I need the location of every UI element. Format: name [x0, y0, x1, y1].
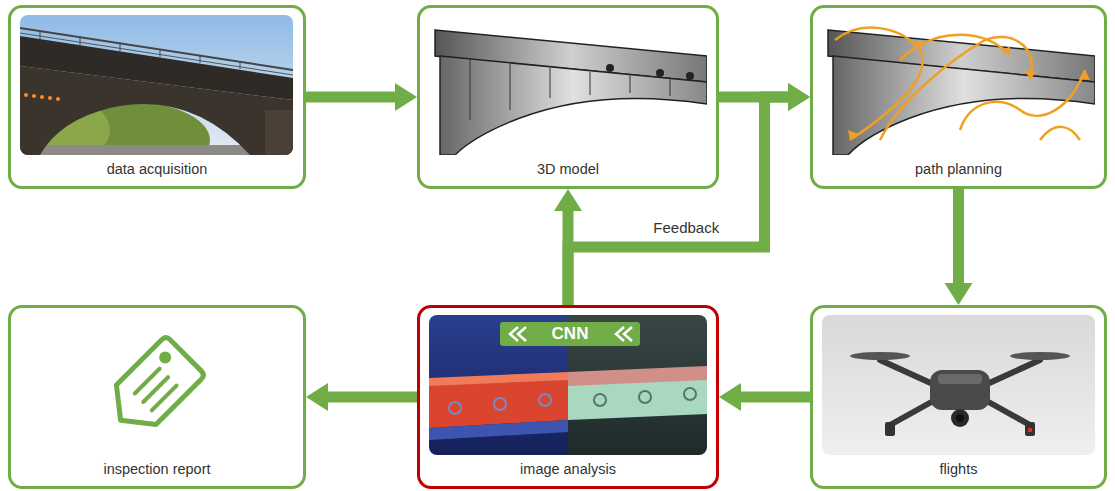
arrow-head [395, 83, 417, 111]
arrow-shaft [953, 189, 964, 285]
step-box: 3D model [417, 5, 719, 189]
drone-photo [822, 315, 1095, 455]
path-planning-render [822, 15, 1095, 155]
step-caption: flights [813, 461, 1104, 477]
step-box: path planning [810, 5, 1107, 189]
arrow-head [719, 383, 741, 411]
3d-model-render [429, 15, 707, 155]
flow-arrow [306, 83, 417, 111]
arrow-shaft [326, 392, 417, 403]
flow-arrow [306, 383, 417, 411]
arrow-shaft [306, 92, 397, 103]
step-caption: image analysis [420, 461, 716, 477]
badge-label: CNN [552, 324, 589, 344]
bridge-photo [20, 15, 293, 155]
step-box: inspection report [8, 305, 306, 489]
cnn-segmentation-image [429, 315, 707, 455]
arrow-head [306, 383, 328, 411]
step-box: data acquisition [8, 5, 306, 189]
arrow-head [788, 83, 810, 111]
arrow-head [788, 83, 810, 111]
step-caption: inspection report [11, 461, 303, 477]
flow-arrow [945, 189, 973, 305]
flow-arrow [568, 83, 810, 305]
step-caption: 3D model [420, 161, 716, 177]
arrow-shaft [568, 97, 790, 305]
arrow-shaft [739, 392, 810, 403]
step-caption: data acquisition [11, 161, 303, 177]
arrow-head [945, 283, 973, 305]
flow-arrow [719, 383, 810, 411]
step-box: flights [810, 305, 1107, 489]
tag-icon [101, 336, 206, 441]
step-caption: path planning [813, 161, 1104, 177]
arrow-head [554, 189, 582, 211]
edge-label: Feedback [653, 219, 719, 236]
